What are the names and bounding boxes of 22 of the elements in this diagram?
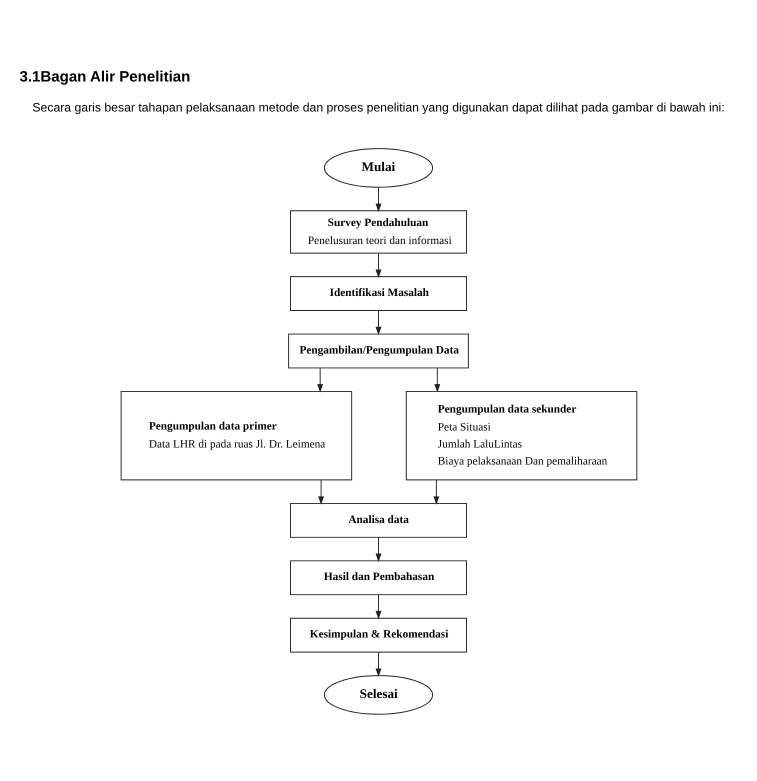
node-ellipse: Selesai bbox=[324, 675, 434, 715]
node-box: Pengumpulan data primer Data LHR di pada ruas Jl. Dr. Leimena bbox=[120, 390, 352, 480]
arrow bbox=[376, 187, 382, 212]
arrow bbox=[376, 537, 382, 562]
node-box: Pengambilan/Pengumpulan Data bbox=[288, 334, 469, 368]
node-box: Hasil dan Pembahasan bbox=[290, 560, 467, 596]
node-ellipse: Mulai bbox=[324, 148, 434, 188]
arrow bbox=[434, 368, 440, 393]
node-box: Survey Pendahuluan Penelusuran teori dan informasi bbox=[290, 210, 467, 254]
arrow bbox=[318, 480, 324, 505]
node-box: Pengumpulan data sekunder Peta Situasi Jumlah LaluLintas Biaya pelaksanaan Dan pemaliharaan bbox=[406, 390, 638, 480]
arrow bbox=[317, 368, 324, 393]
node-box: Identifikasi Masalah bbox=[290, 276, 467, 311]
arrow bbox=[433, 480, 440, 505]
node-box: Analisa data bbox=[290, 502, 467, 538]
arrow bbox=[376, 310, 382, 336]
arrow bbox=[376, 594, 382, 620]
arrow bbox=[376, 652, 382, 678]
arrow bbox=[376, 252, 382, 278]
node-box: Kesimpulan & Rekomendasi bbox=[290, 618, 467, 653]
label: Secara garis besar tahapan pelaksanaan metode dan proses penelitian yang digunakan dapat dilihat pada gambar di bawah ini: bbox=[32, 100, 725, 114]
diagram-title: 3.1Bagan Alir Penelitian bbox=[19, 68, 190, 86]
